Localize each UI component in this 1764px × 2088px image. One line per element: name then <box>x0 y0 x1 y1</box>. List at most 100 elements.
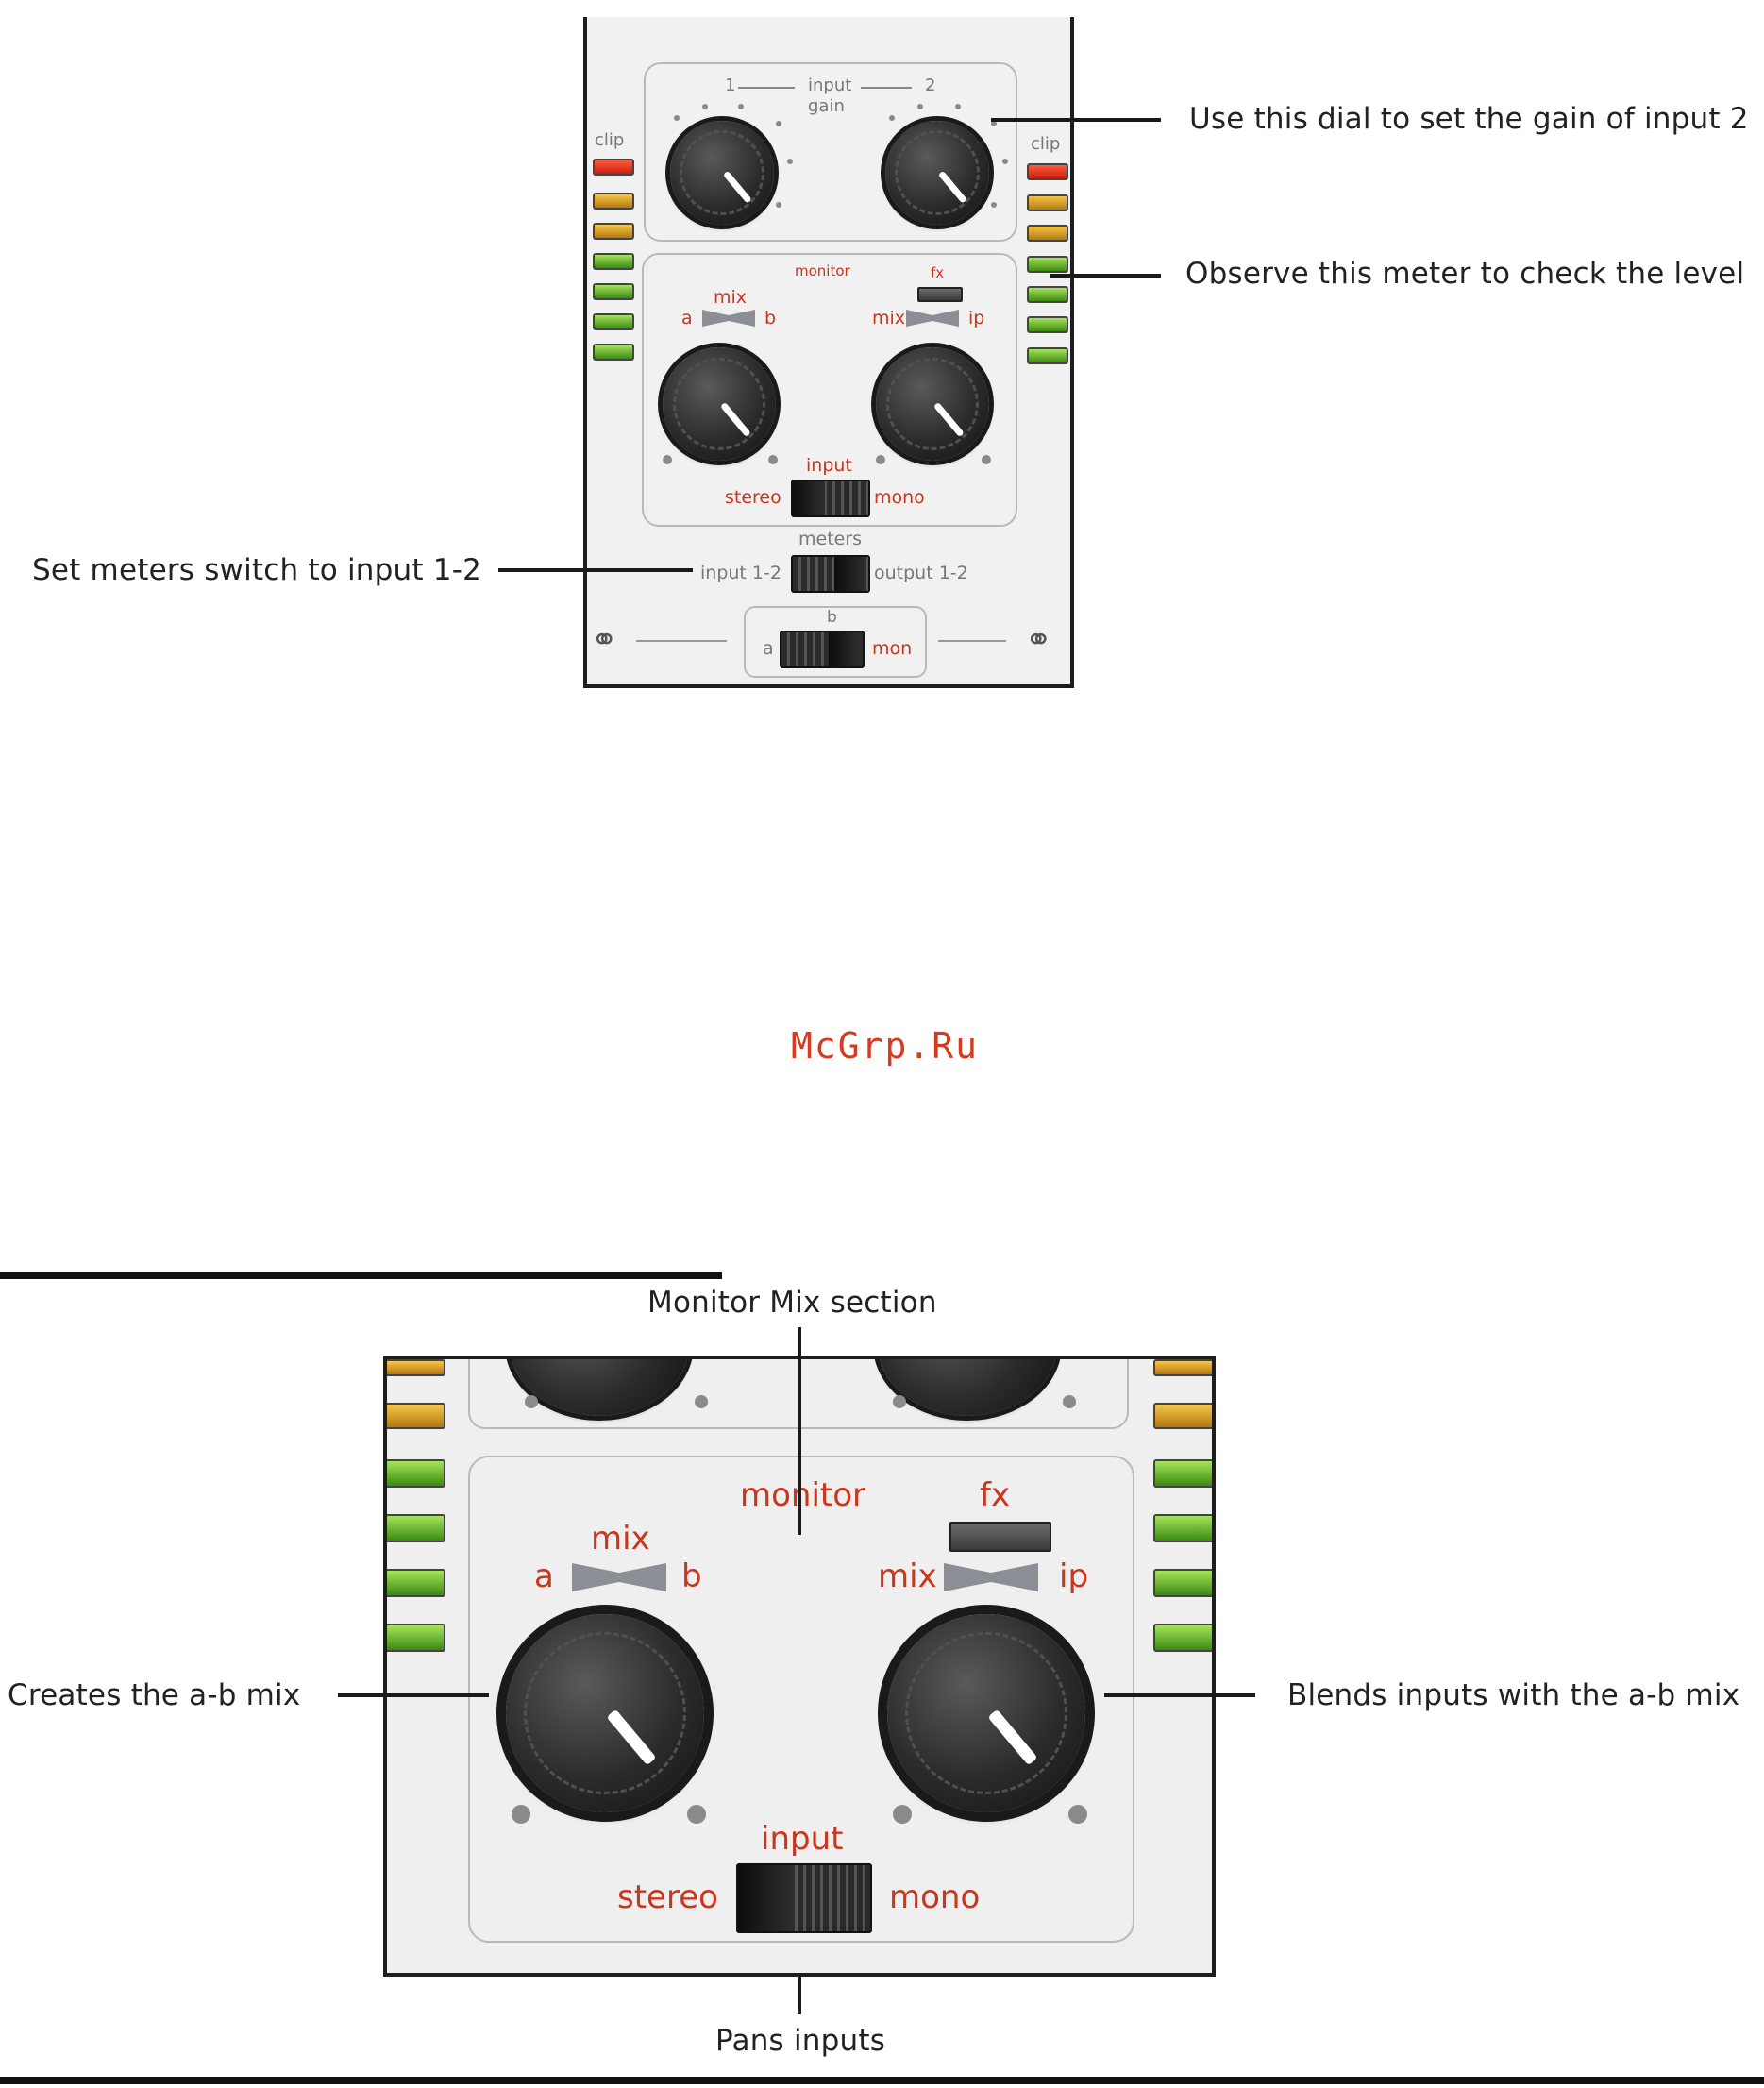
meter-led-left <box>387 1514 445 1542</box>
meters-input-label: input 1-2 <box>700 563 781 583</box>
meters-switch[interactable] <box>791 555 870 593</box>
scale-dot <box>787 159 793 164</box>
mix-ip-bowtie-icon <box>944 1563 1038 1591</box>
meter-led-right <box>1153 1624 1212 1652</box>
mix-ip-bowtie-icon <box>906 310 959 327</box>
callout-meter: Observe this meter to check the level <box>1185 257 1745 291</box>
gain-line-left <box>738 87 795 89</box>
meter-led-left <box>593 253 634 270</box>
mix2-label: mix <box>878 1558 937 1595</box>
knob-grip <box>894 129 981 216</box>
stereo-mono-switch[interactable] <box>736 1863 872 1933</box>
meters-label: meters <box>798 529 863 549</box>
mono-label: mono <box>889 1878 981 1916</box>
input-label: input <box>761 1820 844 1858</box>
scale-dot <box>982 455 991 464</box>
stereo-label: stereo <box>725 487 781 508</box>
gain-label-bottom: gain <box>808 96 845 116</box>
knob-grip <box>904 1631 1068 1795</box>
hp-line-right <box>938 640 1006 642</box>
scale-dot <box>1068 1805 1087 1824</box>
gain-number-1: 1 <box>725 76 736 95</box>
leader-blend <box>1104 1693 1255 1697</box>
input-label: input <box>806 455 852 476</box>
meter-led-right <box>1153 1459 1212 1488</box>
meter-led-left <box>387 1459 445 1488</box>
leader-ab-mix <box>338 1693 489 1697</box>
stereo-mono-switch[interactable] <box>791 480 870 517</box>
mix-label: mix <box>714 287 748 308</box>
mix-label: mix <box>591 1520 650 1558</box>
leader-section <box>798 1327 801 1535</box>
gain-section <box>644 62 1017 242</box>
scale-dot <box>893 1395 906 1408</box>
leader-gain <box>991 118 1161 122</box>
knob-grip <box>885 357 980 451</box>
scale-dot <box>768 455 778 464</box>
monitor-section <box>642 253 1017 527</box>
meter-led-left <box>387 1624 445 1652</box>
fx-button[interactable] <box>917 287 963 302</box>
gain-line-right <box>861 87 912 89</box>
scale-dot <box>702 104 708 109</box>
meter-led-right <box>1027 225 1068 242</box>
knob-grip <box>679 129 765 216</box>
scale-dot <box>917 104 923 109</box>
scale-dot <box>893 1805 912 1824</box>
monitor-section <box>468 1456 1134 1943</box>
callout-pans-inputs: Pans inputs <box>715 2024 886 2058</box>
callout-ab-mix: Creates the a-b mix <box>8 1678 301 1712</box>
meter-led-left <box>593 344 634 361</box>
switch-lever <box>829 632 861 666</box>
meter-led-left <box>593 283 634 300</box>
scale-dot <box>1063 1395 1076 1408</box>
meter-led-right <box>1153 1514 1212 1542</box>
meter-led-right <box>1027 347 1068 364</box>
ip-label: ip <box>968 308 985 328</box>
scale-dot <box>674 115 680 121</box>
scale-dot <box>738 104 744 109</box>
meter-led-left <box>593 193 634 210</box>
meter-led-left <box>387 1359 445 1376</box>
hp-mon-label: mon <box>872 638 913 659</box>
clip-label-left: clip <box>595 130 625 150</box>
device-panel: 1 input 2 gain clip clip <box>583 17 1074 688</box>
fx-label: fx <box>980 1476 1011 1514</box>
scale-dot <box>1002 159 1008 164</box>
fx-label: fx <box>931 264 945 281</box>
scale-dot <box>525 1395 538 1408</box>
mix-ip-knob[interactable] <box>876 347 989 461</box>
switch-lever <box>793 481 825 515</box>
ab-mix-knob[interactable] <box>506 1614 704 1812</box>
callout-monitor-mix-section: Monitor Mix section <box>647 1286 937 1320</box>
leader-meter <box>1050 274 1161 278</box>
gain-knob-2[interactable] <box>885 121 989 225</box>
meter-led-left <box>387 1569 445 1597</box>
meter-led-left <box>593 313 634 330</box>
gain-label-top: input <box>808 76 852 95</box>
switch-lever <box>738 1865 795 1931</box>
ab-mix-knob[interactable] <box>663 347 776 461</box>
scale-dot <box>889 115 895 121</box>
watermark: McGrp.Ru <box>791 1025 980 1067</box>
knob-grip <box>672 357 766 451</box>
section-rule <box>0 1272 722 1279</box>
ab-bowtie-icon <box>572 1563 666 1591</box>
clip-label-right: clip <box>1031 134 1061 154</box>
scale-dot <box>991 202 997 208</box>
fx-button[interactable] <box>949 1522 1051 1552</box>
leader-pans <box>798 1973 801 2014</box>
scale-dot <box>776 202 781 208</box>
meter-led-right <box>1027 316 1068 333</box>
callout-blend: Blends inputs with the a-b mix <box>1287 1678 1740 1712</box>
meter-led-left-clip <box>593 159 634 176</box>
scale-dot <box>512 1805 530 1824</box>
scale-dot <box>687 1805 706 1824</box>
scale-dot <box>663 455 672 464</box>
headphone-switch[interactable] <box>780 631 865 668</box>
mix-ip-knob[interactable] <box>887 1614 1085 1812</box>
bottom-rule <box>0 2077 1764 2084</box>
meter-led-right <box>1153 1569 1212 1597</box>
gain-knob-1[interactable] <box>670 121 774 225</box>
callout-meters-switch: Set meters switch to input 1-2 <box>32 553 482 587</box>
